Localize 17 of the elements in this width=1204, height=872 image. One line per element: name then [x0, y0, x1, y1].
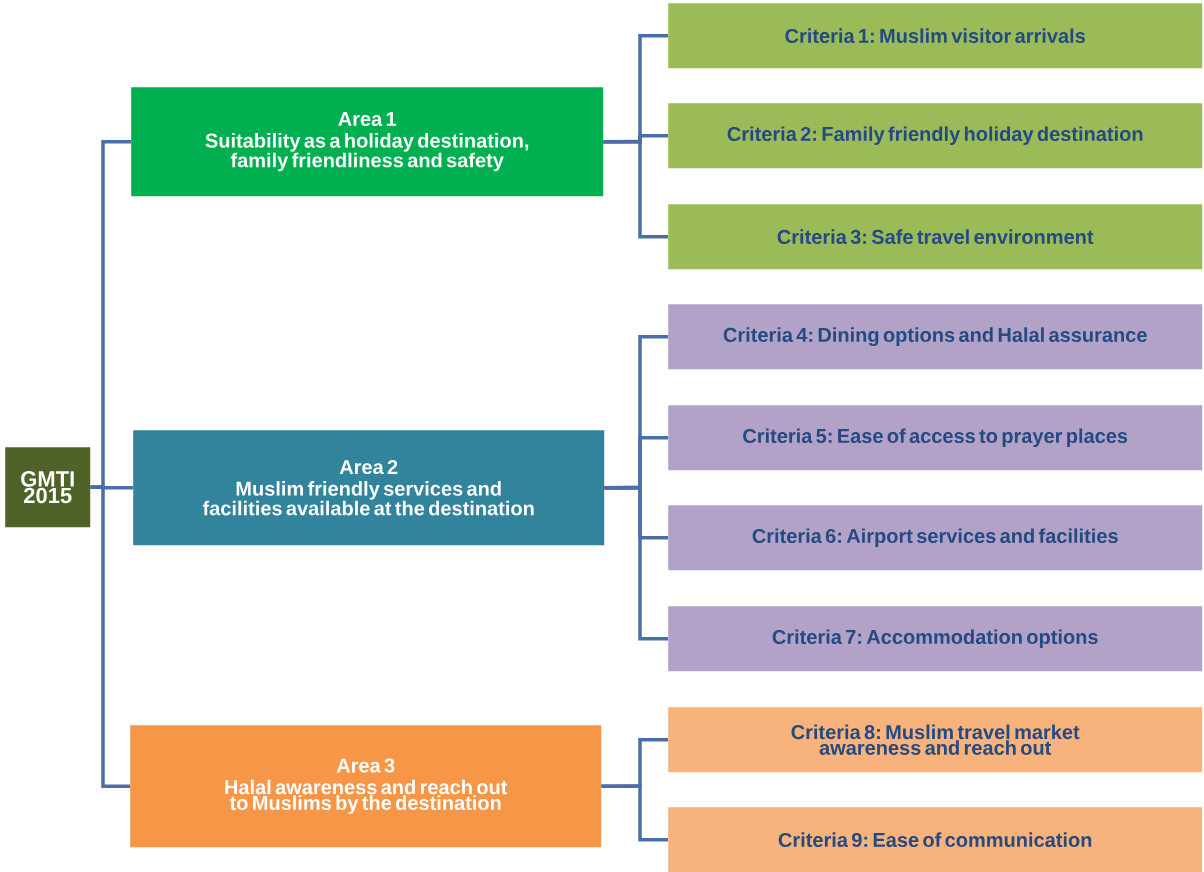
criteria-box: Criteria 9: Ease of communication [668, 807, 1203, 872]
area-box: Area 2 Muslim friendly services and facilities available at the destination [133, 430, 605, 546]
area-box: Area 1 Suitability as a holiday destination, family friendliness and safety [131, 87, 604, 197]
criteria-box: Criteria 2: Family friendly holiday destination [668, 103, 1203, 169]
connector-line [601, 784, 668, 842]
criteria-box: Criteria 1: Muslim visitor arrivals [668, 3, 1203, 69]
connector-line [90, 485, 130, 788]
criteria-box: Criteria 8: Muslim travel market awareness and reach out [668, 707, 1203, 773]
connector-line [603, 139, 668, 239]
area-box: Area 3 Halal awareness and reach out to Muslims by the destination [130, 725, 602, 848]
root-box: GMTI 2015 [5, 447, 91, 528]
criteria-box: Criteria 3: Safe travel environment [668, 204, 1203, 270]
criteria-box: Criteria 7: Accommodation options [668, 606, 1203, 672]
criteria-box: Criteria 6: Airport services and facilities [668, 505, 1203, 571]
criteria-box: Criteria 5: Ease of access to prayer places [668, 405, 1203, 471]
connector-line [604, 485, 668, 641]
criteria-box: Criteria 4: Dining options and Halal assurance [668, 304, 1203, 370]
